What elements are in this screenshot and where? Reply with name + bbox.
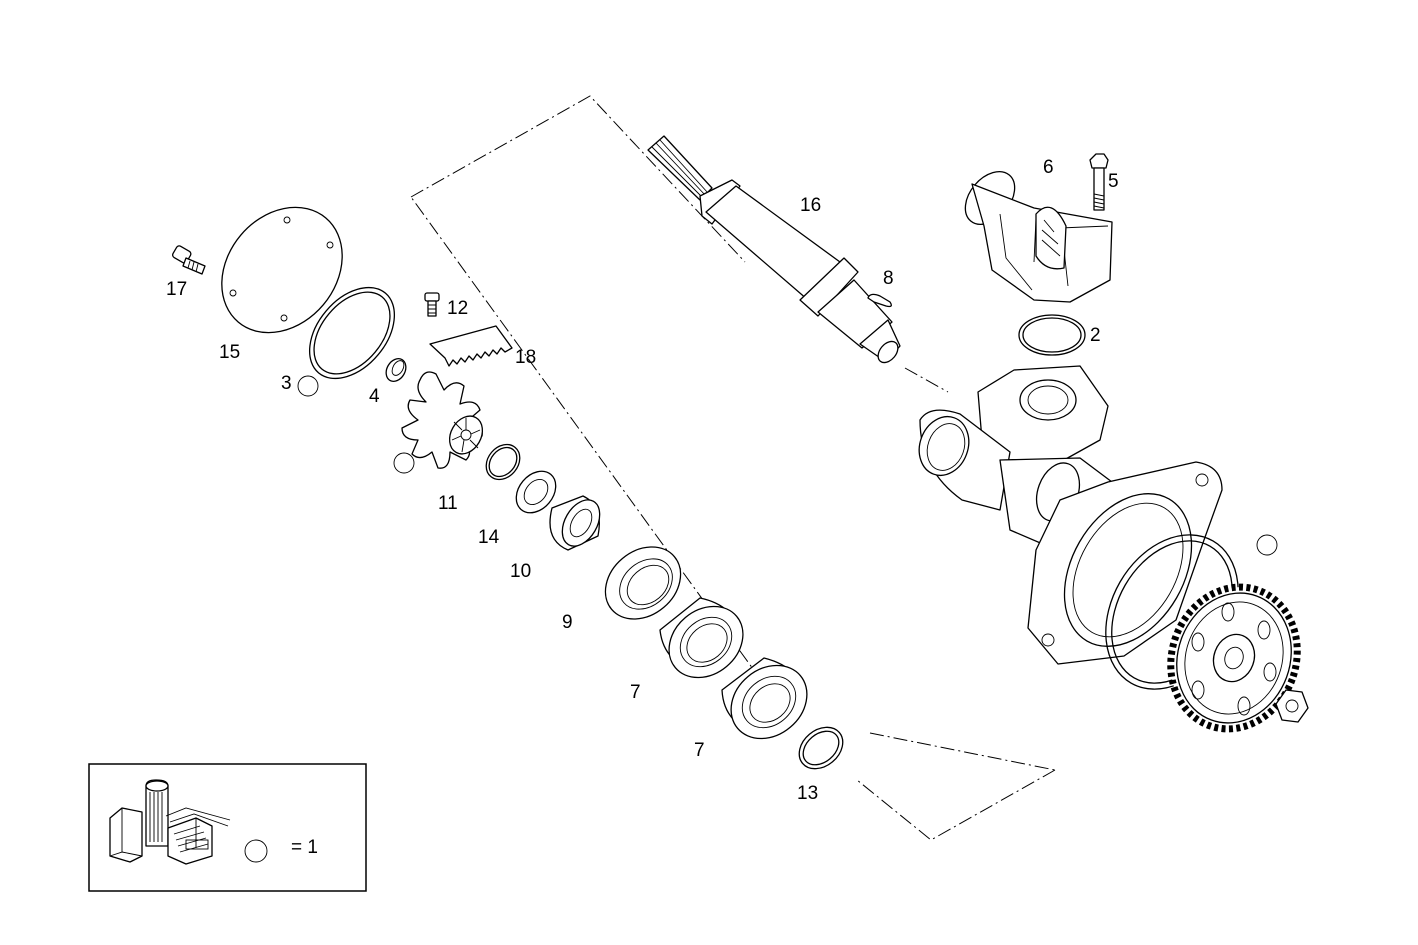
bush-part-4	[385, 358, 407, 382]
seal-part-9	[604, 546, 682, 620]
elbow-part-6	[964, 171, 1113, 303]
callout-8: 8	[883, 268, 894, 289]
bearing-part-7b	[721, 657, 808, 740]
callout-5: 5	[1108, 171, 1119, 192]
bearing-part-7a	[659, 597, 744, 679]
nut	[1275, 689, 1309, 723]
kit-marker-circle-3	[297, 375, 319, 397]
iveco-logo-icon	[109, 779, 231, 865]
shaft-part-16	[647, 135, 901, 364]
washer-part-10	[515, 470, 557, 514]
callout-17: 17	[166, 279, 187, 300]
legend-kit-marker-circle	[244, 839, 268, 863]
o-ring-part-2	[1018, 314, 1086, 356]
bolt-part-5	[1089, 153, 1109, 211]
impeller-part-11	[401, 371, 484, 469]
callout-16: 16	[800, 195, 821, 216]
callout-13: 13	[797, 783, 818, 804]
callout-3: 3	[281, 373, 292, 394]
callout-12: 12	[447, 298, 468, 319]
o-ring-part-3	[308, 286, 396, 380]
subassembly-dashed-boundary	[410, 95, 1056, 841]
screw-part-17	[172, 245, 206, 275]
callout-7a: 7	[630, 682, 641, 703]
legend-equals-text: = 1	[291, 837, 318, 858]
legend-box: = 1	[88, 763, 367, 892]
kit-marker-circle-gasket	[1256, 534, 1278, 556]
callout-10: 10	[510, 561, 531, 582]
shim-part-18	[429, 325, 513, 367]
callout-15: 15	[219, 342, 240, 363]
callout-2: 2	[1090, 325, 1101, 346]
ring-part-13	[798, 726, 844, 770]
cover-plate-part-15	[221, 206, 343, 334]
pump-body	[918, 365, 1223, 665]
ring-part-14	[485, 443, 521, 481]
callout-4: 4	[369, 386, 380, 407]
callout-18: 18	[515, 347, 536, 368]
drive-gear	[1167, 583, 1301, 733]
screw-part-12	[424, 292, 440, 317]
kit-marker-circle-11	[393, 452, 415, 474]
callout-7b: 7	[694, 740, 705, 761]
key-part-8	[867, 293, 892, 308]
callout-11: 11	[438, 493, 458, 514]
callout-6: 6	[1043, 157, 1054, 178]
callout-14: 14	[478, 527, 500, 548]
callout-9: 9	[562, 612, 573, 633]
spacer-sleeve	[549, 495, 601, 551]
